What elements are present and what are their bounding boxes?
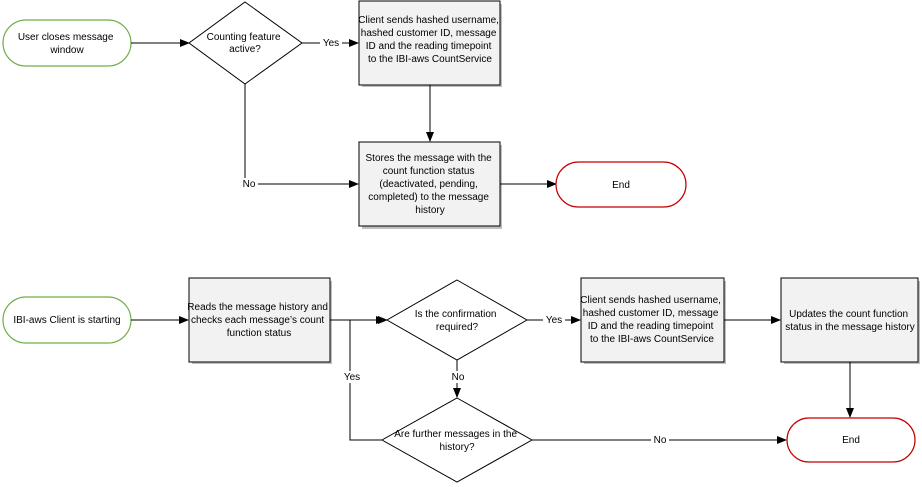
flow1-send-box: Client sends hashed username, hashed cus…: [358, 0, 502, 87]
flow1-no-label: No: [243, 179, 256, 190]
flow2-end-terminator: End: [786, 417, 916, 463]
flow2-decision-more-messages: Are further messages in the history?: [380, 397, 534, 483]
flow1-decision-counting-active: Counting feature active?: [188, 1, 303, 85]
flow2-decision-confirm-text: Is the confirmation required?: [415, 309, 500, 333]
flow2-end-text: End: [842, 435, 860, 446]
flow2-start-text: IBI-aws Client is starting: [13, 315, 120, 326]
flow2-yes-confirm-label: Yes: [546, 315, 562, 326]
flow2-update-text: Updates the count function status in the…: [785, 309, 915, 333]
flow2-read-text: Reads the message history and checks eac…: [187, 302, 330, 339]
flow2-decision-more-text: Are further messages in the history?: [394, 429, 520, 453]
flow2-send-box: Client sends hashed username, hashed cus…: [580, 277, 726, 364]
flow1-store-box: Stores the message with the count functi…: [358, 141, 502, 229]
flow1-store-text: Stores the message with the count functi…: [366, 153, 495, 216]
flow2-read-box: Reads the message history and checks eac…: [187, 277, 332, 364]
flow2-yes-more-label-bg: [341, 371, 363, 383]
flow2-yes-confirm-label-bg: [543, 314, 565, 326]
flow2-no-more-label: No: [654, 435, 667, 446]
flow2-no-more-label-bg: [651, 434, 669, 446]
flow2-no-confirm-label: No: [452, 372, 465, 383]
flow2-send-text: Client sends hashed username, hashed cus…: [580, 295, 723, 345]
flow2-no-confirm-label-bg: [449, 371, 467, 383]
flow1-decision-text: Counting feature active?: [207, 32, 284, 55]
flow2-yes-more-label: Yes: [344, 372, 360, 383]
flow2-update-box: Updates the count function status in the…: [780, 277, 920, 364]
flow1-end-text: End: [612, 180, 630, 191]
flow1-send-text: Client sends hashed username, hashed cus…: [358, 15, 501, 65]
flow1-yes-label: Yes: [323, 38, 339, 49]
flow1-no-label-bg: [240, 178, 258, 190]
flow1-start-terminator: User closes message window: [2, 19, 132, 67]
flow1-end-terminator: End: [555, 161, 687, 208]
flow1-arrow-no: [244, 84, 359, 188]
flow2-start-terminator: IBI-aws Client is starting: [2, 296, 132, 344]
flow2-decision-confirmation: Is the confirmation required?: [385, 279, 529, 361]
flow1-start-text: User closes message window: [18, 32, 116, 56]
flow1-yes-label-bg: [320, 37, 342, 49]
